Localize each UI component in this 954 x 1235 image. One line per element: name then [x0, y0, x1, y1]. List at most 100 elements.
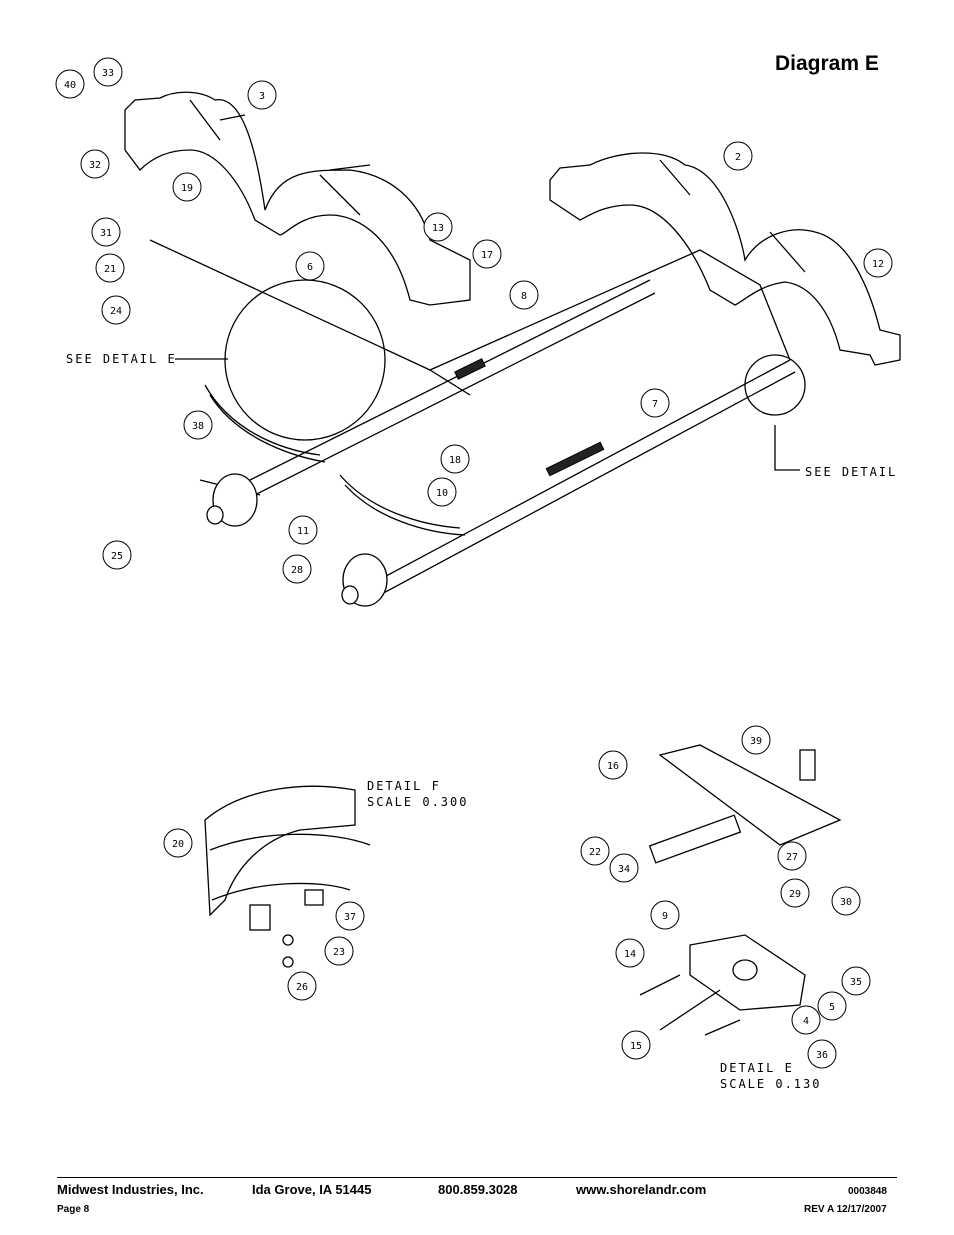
detail-e-circle	[224, 279, 806, 441]
callout-number: 15	[630, 1041, 642, 1052]
callout-number: 24	[110, 306, 122, 317]
callout-number: 18	[449, 455, 461, 466]
callout-balloon	[621, 1030, 651, 1060]
callout-21: 21	[95, 253, 125, 283]
callout-40: 40	[55, 69, 85, 99]
callout-balloon	[640, 388, 670, 418]
callout-5: 5	[817, 991, 847, 1021]
left-hub	[206, 473, 258, 527]
callout-number: 31	[100, 228, 112, 239]
callout-number: 12	[872, 259, 884, 270]
callout-balloon	[183, 410, 213, 440]
footer-phone: 800.859.3028	[438, 1182, 518, 1197]
callout-balloon	[80, 149, 110, 179]
callout-balloon	[287, 971, 317, 1001]
detail-e-scale: SCALE 0.130	[720, 1077, 821, 1091]
callout-34: 34	[609, 853, 639, 883]
callout-balloon	[91, 217, 121, 247]
callout-balloon	[288, 515, 318, 545]
footer-doc-number: 0003848	[848, 1186, 887, 1197]
callout-20: 20	[163, 828, 193, 858]
detail-e-drawing	[639, 744, 842, 1036]
callout-balloon	[650, 900, 680, 930]
callout-26: 26	[287, 971, 317, 1001]
callout-number: 19	[181, 183, 193, 194]
callout-balloon	[777, 841, 807, 871]
callout-number: 5	[829, 1002, 835, 1013]
callout-number: 20	[172, 839, 184, 850]
callout-balloon	[101, 295, 131, 325]
leaf-springs	[204, 384, 466, 536]
callout-8: 8	[509, 280, 539, 310]
callout-balloon	[509, 280, 539, 310]
callout-balloon	[282, 554, 312, 584]
callout-balloon	[598, 750, 628, 780]
callout-16: 16	[598, 750, 628, 780]
footer-company: Midwest Industries, Inc.	[57, 1182, 204, 1197]
callout-number: 27	[786, 852, 798, 863]
callout-29: 29	[780, 878, 810, 908]
footer-divider	[57, 1177, 897, 1178]
callout-balloon	[723, 141, 753, 171]
left-fender-assembly	[124, 91, 471, 306]
callout-number: 6	[307, 262, 313, 273]
callout-balloon	[95, 253, 125, 283]
callout-number: 11	[297, 526, 309, 537]
callout-25: 25	[102, 540, 132, 570]
callout-balloon	[163, 828, 193, 858]
page-title: Diagram E	[775, 52, 879, 75]
detail-f-drawing	[204, 785, 371, 968]
callout-number: 40	[64, 80, 76, 91]
callout-balloon	[423, 212, 453, 242]
callout-balloon	[324, 936, 354, 966]
callout-18: 18	[440, 444, 470, 474]
callout-balloon	[427, 477, 457, 507]
callout-22: 22	[580, 836, 610, 866]
footer-website: www.shorelandr.com	[576, 1182, 707, 1197]
callout-9: 9	[650, 900, 680, 930]
exploded-parts-diagram: SEE DETAIL E SEE DETAIL DETAIL F SCALE 0…	[55, 57, 901, 1091]
detail-f-scale: SCALE 0.300	[367, 795, 468, 809]
callout-2: 2	[723, 141, 753, 171]
callout-35: 35	[841, 966, 871, 996]
callout-number: 9	[662, 911, 668, 922]
callout-number: 14	[624, 949, 636, 960]
callout-11: 11	[288, 515, 318, 545]
callout-number: 13	[432, 223, 444, 234]
callout-number: 30	[840, 897, 852, 908]
note-see-detail: SEE DETAIL	[805, 465, 897, 479]
callout-32: 32	[80, 149, 110, 179]
callout-number: 2	[735, 152, 741, 163]
callout-number: 34	[618, 864, 630, 875]
right-fender-assembly	[549, 152, 901, 366]
footer-page: Page 8	[57, 1204, 90, 1215]
callout-balloon	[172, 172, 202, 202]
callout-number: 32	[89, 160, 101, 171]
callout-balloon	[295, 251, 325, 281]
callout-balloon	[102, 540, 132, 570]
callout-balloon	[615, 938, 645, 968]
callout-39: 39	[741, 725, 771, 755]
callout-balloon	[841, 966, 871, 996]
callout-number: 23	[333, 947, 345, 958]
callout-balloon	[609, 853, 639, 883]
callout-36: 36	[807, 1039, 837, 1069]
callout-balloon	[863, 248, 893, 278]
callout-7: 7	[640, 388, 670, 418]
callout-27: 27	[777, 841, 807, 871]
callout-30: 30	[831, 886, 861, 916]
callout-24: 24	[101, 295, 131, 325]
right-hub	[341, 553, 388, 607]
callout-number: 21	[104, 264, 116, 275]
note-see-detail-e: SEE DETAIL E	[66, 352, 177, 366]
callout-37: 37	[335, 901, 365, 931]
footer-city: Ida Grove, IA 51445	[252, 1182, 372, 1197]
callout-31: 31	[91, 217, 121, 247]
callout-balloon	[472, 239, 502, 269]
callout-17: 17	[472, 239, 502, 269]
detail-e-title: DETAIL E	[720, 1061, 794, 1075]
callout-balloon	[55, 69, 85, 99]
callout-number: 26	[296, 982, 308, 993]
footer-revision: REV A 12/17/2007	[804, 1204, 887, 1215]
callout-number: 7	[652, 399, 658, 410]
